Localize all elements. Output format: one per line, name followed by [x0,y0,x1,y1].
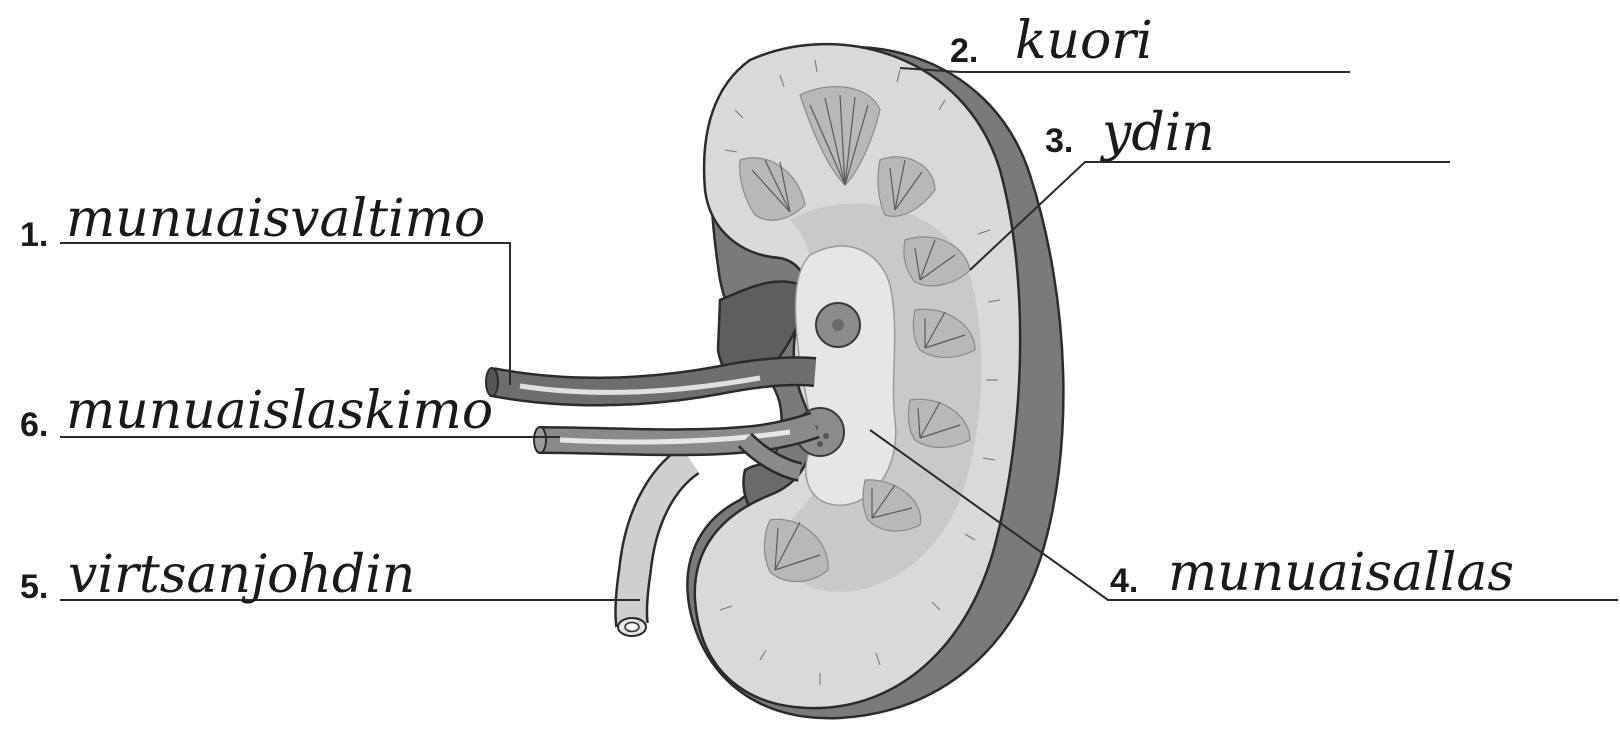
label-6-answer: munuaislaskimo [66,381,493,441]
label-1-number: 1. [20,216,48,254]
label-5: 5. virtsanjohdin [20,545,415,606]
label-5-answer: virtsanjohdin [68,545,415,605]
label-2: 2. kuori [950,11,1153,71]
label-2-number: 2. [950,32,978,70]
label-3: 3. ydin [1045,103,1215,163]
label-1-answer: munuaisvaltimo [66,189,485,249]
label-3-number: 3. [1045,122,1073,160]
label-6: 6. munuaislaskimo [20,381,493,444]
ureter [618,460,690,636]
label-5-number: 5. [20,568,48,606]
label-4-answer: munuaisallas [1168,543,1514,603]
label-1: 1. munuaisvaltimo [20,189,485,254]
renal-artery [486,368,815,396]
label-2-answer: kuori [1015,11,1153,71]
label-4: 4. munuaisallas [1110,543,1514,603]
label-3-answer: ydin [1100,103,1215,163]
label-4-number: 4. [1110,562,1138,600]
kidney-illustration [486,44,1063,718]
label-6-number: 6. [20,406,48,444]
leader-line-1 [60,243,510,385]
